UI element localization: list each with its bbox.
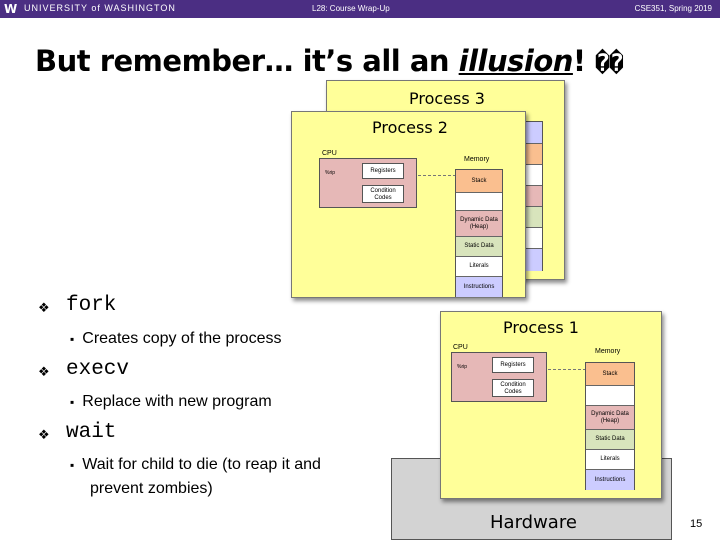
p1-memory-segment: Instructions (586, 469, 634, 490)
p2-memory-label: Memory (464, 156, 490, 163)
process-1-box: Process 1 CPU %rip Registers Condition C… (440, 311, 662, 499)
bullet-fork: fork (66, 294, 117, 317)
process-1-title: Process 1 (503, 318, 579, 337)
wait-description-line2: prevent zombies) (90, 480, 213, 497)
university-name: UNIVERSITY of WASHINGTON (24, 3, 176, 13)
title-missing-glyphs: �� (595, 49, 624, 77)
p2-cpu-box: %rip Registers Condition Codes (319, 158, 417, 208)
bullet-marker: ❖ (38, 300, 50, 315)
p2-memory-segment: Literals (456, 256, 502, 276)
p2-registers: Registers (362, 163, 404, 179)
p1-registers: Registers (492, 357, 534, 373)
p1-cpu-box: %rip Registers Condition Codes (451, 352, 547, 402)
p2-memory-segment: Stack (456, 170, 502, 192)
p2-memory-segment (456, 192, 502, 210)
sub-bullet-wait: ▪ Wait for child to die (to reap it and (70, 456, 321, 474)
bullet-marker: ❖ (38, 427, 50, 442)
p2-memory-segment: Instructions (456, 276, 502, 297)
title-text-end: ! (572, 44, 596, 78)
p2-cpu-label: CPU (322, 150, 337, 157)
p2-memory-segment: Dynamic Data (Heap) (456, 210, 502, 236)
p1-memory-label: Memory (595, 348, 621, 355)
bullet-marker: ❖ (38, 364, 50, 379)
header-bar: W UNIVERSITY of WASHINGTON L28: Course W… (0, 0, 720, 18)
process-3-title: Process 3 (409, 89, 485, 108)
title-text-start: But remember… it’s all an (35, 44, 459, 78)
sub-bullet-fork: ▪ Creates copy of the process (70, 330, 281, 348)
sub-bullet-execv: ▪ Replace with new program (70, 393, 272, 411)
sub-bullet-marker: ▪ (70, 332, 75, 346)
p1-memory-segment: Dynamic Data (Heap) (586, 405, 634, 429)
p1-address-arrow (548, 369, 586, 370)
uw-logo-icon: W (4, 2, 18, 16)
slide-title: But remember… it’s all an illusion! �� (35, 44, 624, 78)
p1-memory-segment (586, 385, 634, 405)
lecture-title: L28: Course Wrap-Up (312, 4, 390, 13)
p1-memory-segment: Stack (586, 363, 634, 385)
sub-bullet-marker: ▪ (70, 395, 75, 409)
hardware-label: Hardware (490, 512, 577, 533)
process-2-box: Process 2 CPU %rip Registers Condition C… (291, 111, 526, 298)
p2-memory: Stack Dynamic Data (Heap) Static Data Li… (455, 169, 503, 297)
wait-description-line1: Wait for child to die (to reap it and (82, 456, 321, 473)
execv-description: Replace with new program (82, 393, 272, 410)
p1-cpu-label: CPU (453, 344, 468, 351)
p1-memory: Stack Dynamic Data (Heap) Static Data Li… (585, 362, 635, 490)
p1-memory-segment: Literals (586, 449, 634, 469)
p2-pc-label: %rip (325, 170, 336, 176)
p2-memory-segment: Static Data (456, 236, 502, 256)
fork-description: Creates copy of the process (82, 330, 282, 347)
p2-address-arrow (418, 175, 456, 176)
p1-condition-codes: Condition Codes (492, 379, 534, 397)
title-illusion: illusion (458, 44, 574, 78)
process-2-title: Process 2 (372, 118, 448, 137)
course-name: CSE351, Spring 2019 (634, 4, 712, 13)
bullet-execv: execv (66, 358, 130, 381)
page-number: 15 (690, 518, 703, 530)
bullet-wait: wait (66, 421, 117, 444)
sub-bullet-marker: ▪ (70, 458, 75, 472)
p2-condition-codes: Condition Codes (362, 185, 404, 203)
p1-pc-label: %rip (457, 364, 468, 370)
p1-memory-segment: Static Data (586, 429, 634, 449)
